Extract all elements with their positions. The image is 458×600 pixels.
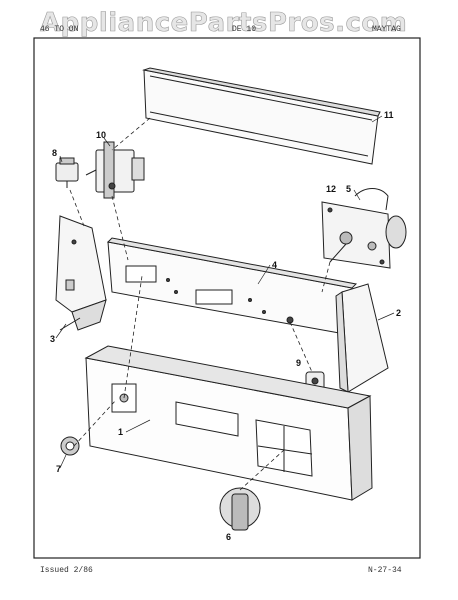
callout-5: 5 bbox=[346, 184, 351, 194]
footer-page-code: N-27-34 bbox=[368, 566, 402, 575]
callout-9: 9 bbox=[296, 358, 301, 368]
callout-10: 10 bbox=[96, 130, 106, 140]
callout-2: 2 bbox=[396, 308, 401, 318]
callout-numbers: 1 2 3 4 5 6 7 8 9 10 11 12 bbox=[50, 110, 401, 542]
callout-6: 6 bbox=[226, 532, 231, 542]
callout-4: 4 bbox=[272, 260, 277, 270]
callout-8: 8 bbox=[52, 148, 57, 158]
callout-12: 12 bbox=[326, 184, 336, 194]
header-section: DE 10 bbox=[232, 25, 257, 34]
diagram-frame bbox=[33, 37, 421, 559]
part-10-switch bbox=[85, 141, 145, 199]
part-7-knob bbox=[60, 436, 80, 456]
part-8-switch bbox=[55, 157, 79, 188]
leader-lines bbox=[55, 115, 395, 469]
callout-1: 1 bbox=[118, 427, 123, 437]
callout-3: 3 bbox=[50, 334, 55, 344]
part-3-end-cap bbox=[55, 215, 107, 331]
assembly-lines bbox=[69, 117, 331, 491]
part-11-trim-strip bbox=[142, 67, 381, 165]
part-1-front-panel bbox=[84, 345, 373, 501]
callout-11: 11 bbox=[384, 110, 394, 120]
callout-7: 7 bbox=[56, 464, 61, 474]
part-4-back-panel bbox=[106, 237, 358, 337]
part-5-timer bbox=[321, 188, 407, 269]
header-model: 46 TO ON bbox=[40, 25, 79, 34]
part-2-end-cap bbox=[335, 283, 389, 393]
watermark: AppliancePartsPros.com bbox=[40, 8, 408, 39]
footer-issued: Issued 2/86 bbox=[40, 566, 93, 575]
header-brand: MAYTAG bbox=[372, 25, 401, 34]
part-6-dial bbox=[219, 487, 261, 531]
